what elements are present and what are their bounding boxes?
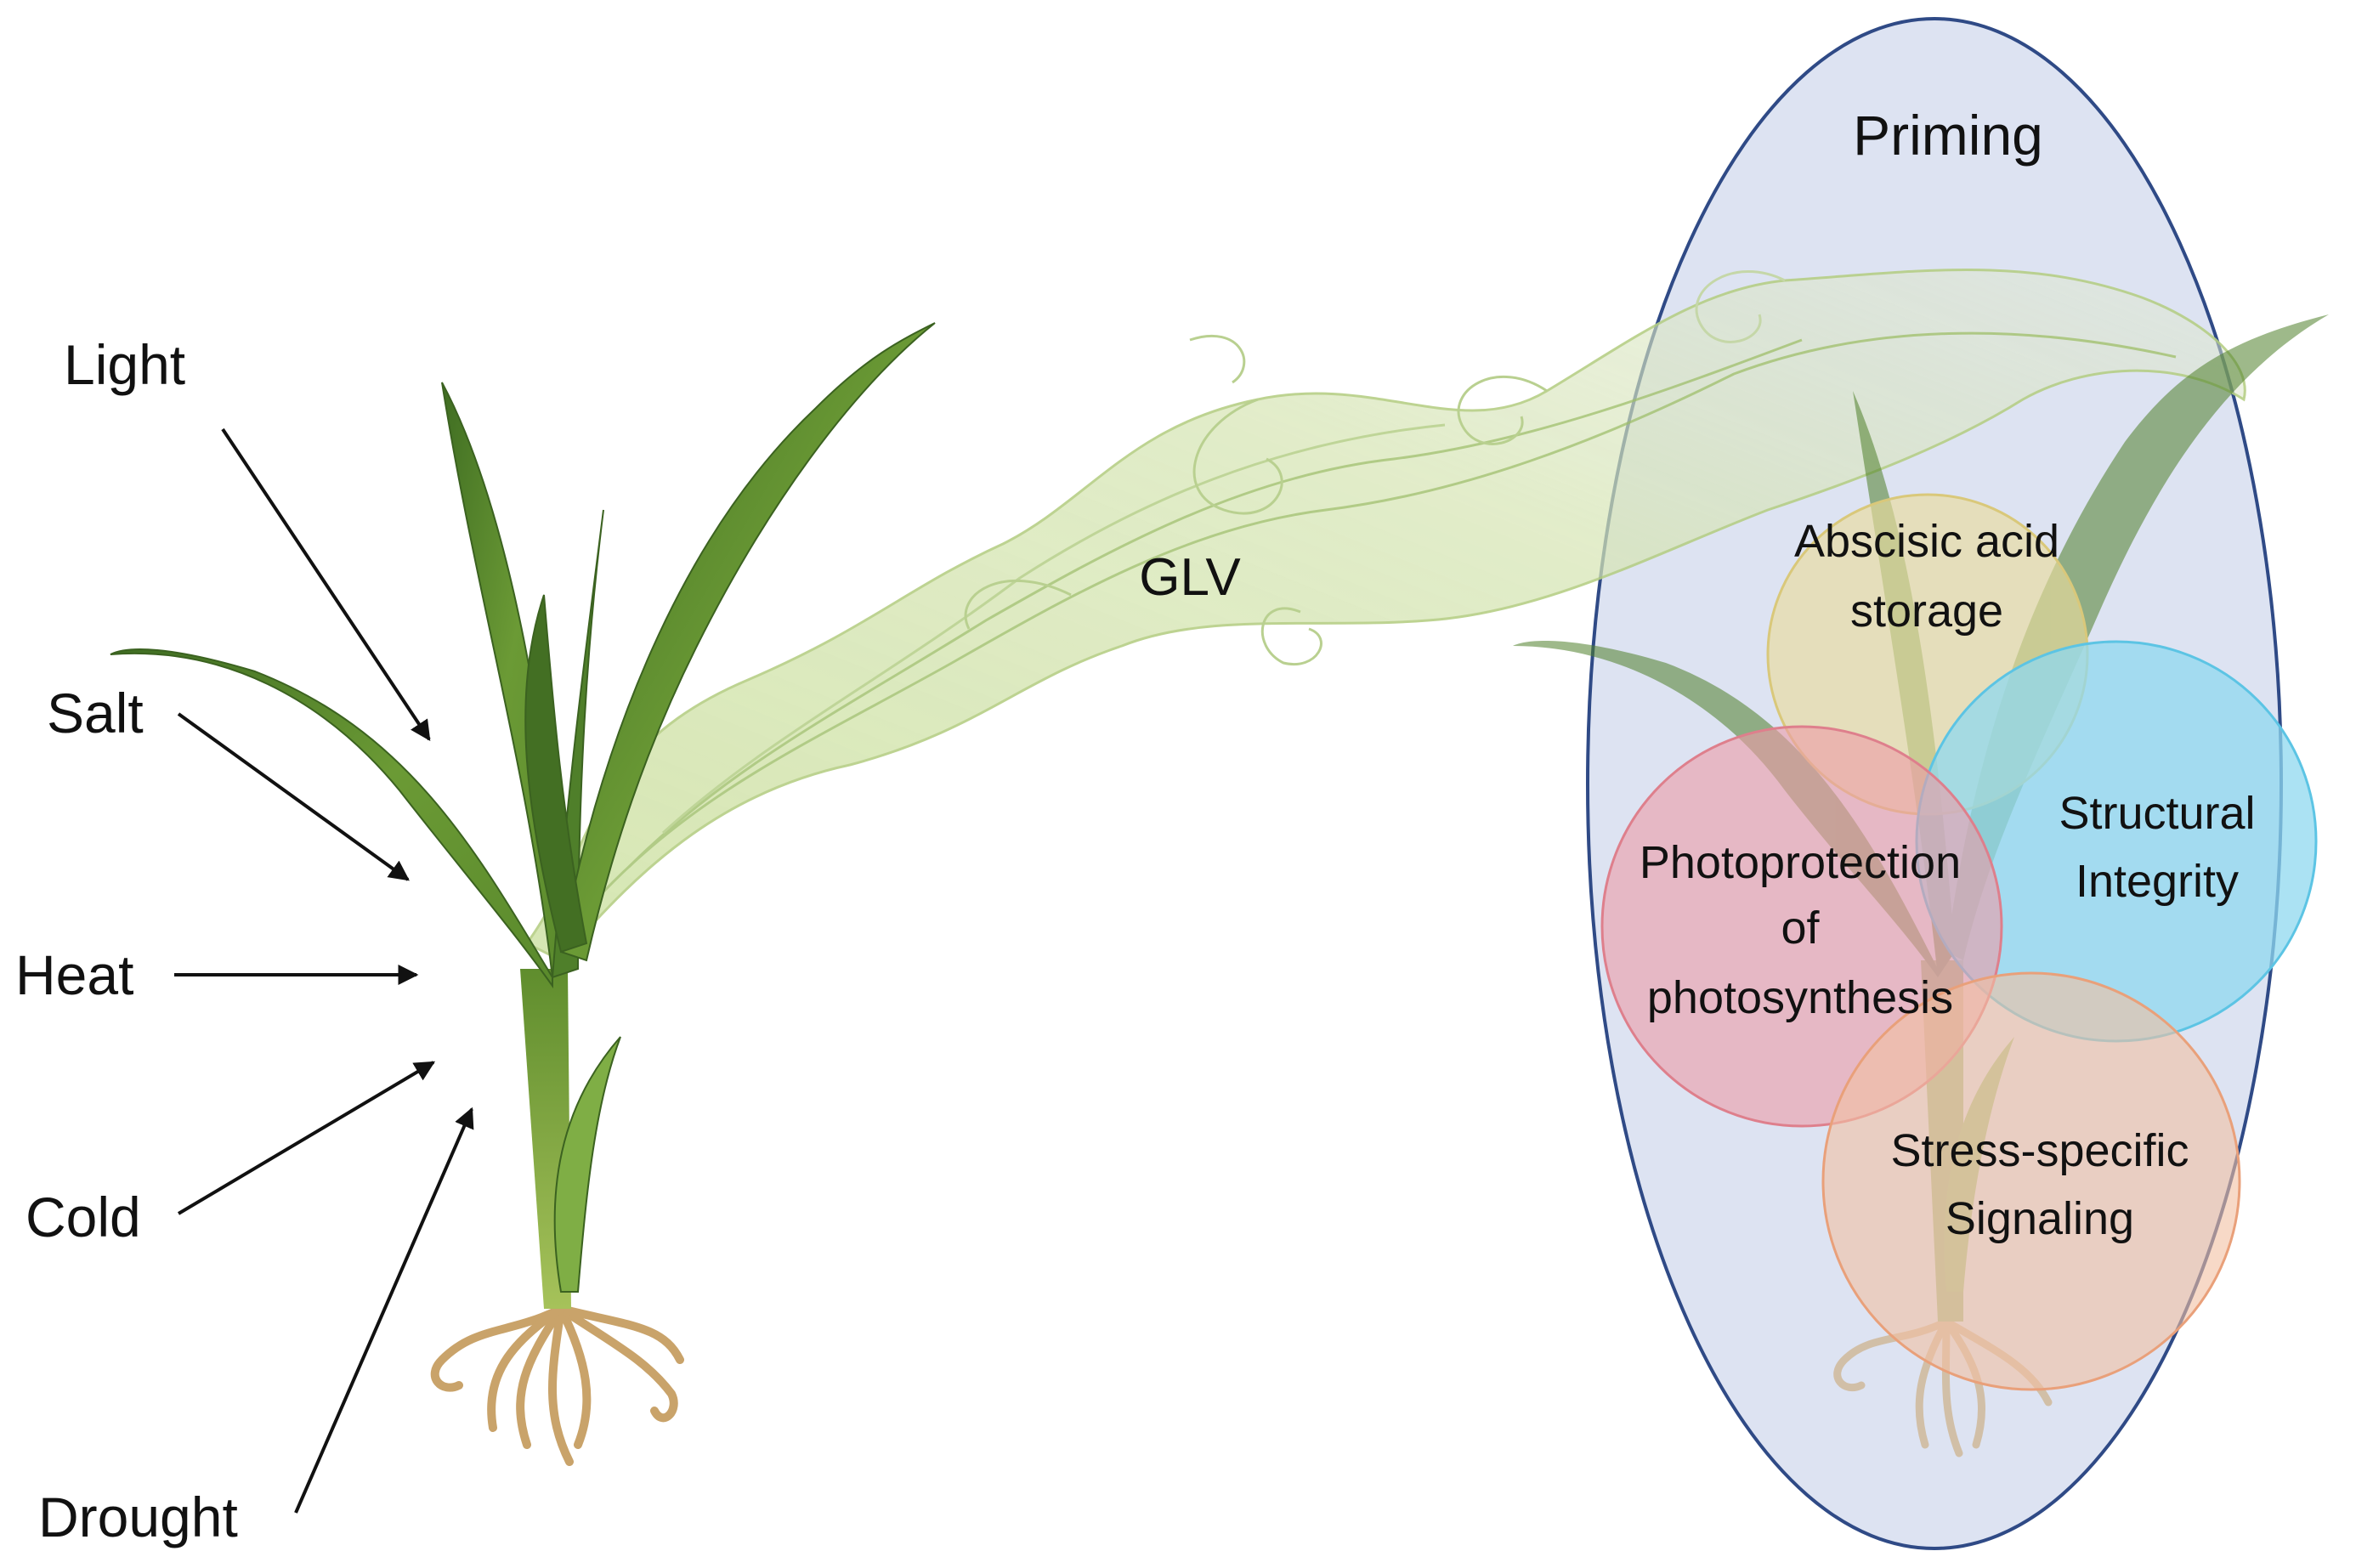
aba-label-line2: storage [1850,586,2003,637]
stressor-drought-label: Drought [38,1486,238,1548]
glv-label: GLV [1139,548,1241,607]
priming-circles [1600,493,2318,1391]
aba-label-line1: Abscisic acid [1794,516,2059,567]
plant-roots [430,1305,684,1466]
circle-stress-signaling [1821,971,2241,1391]
signaling-label-line1: Stress-specific [1890,1125,2189,1176]
arrow-cold [177,1061,436,1215]
plant-leaf [559,322,936,962]
plant-leaf [553,1036,621,1293]
structural-label-line2: Integrity [2076,856,2239,907]
photo-label-line1: Photoprotection [1640,837,1961,888]
arrow-drought [294,1107,474,1514]
signaling-label-line2: Signaling [1945,1193,2134,1244]
plant-leaf [524,594,588,954]
arrow-salt [177,712,410,881]
stressed-plant [110,322,936,1466]
structural-label-line1: Structural [2059,788,2255,839]
plant-leaf [110,648,553,989]
glv-plume [524,269,2246,962]
priming-title: Priming [1853,104,2043,167]
stress-arrows [174,427,474,1514]
arrow-light [221,427,431,741]
photo-label-line2: of [1781,903,1820,954]
stressor-heat-label: Heat [15,943,133,1006]
stressor-light-label: Light [64,333,185,396]
photo-label-line3: photosynthesis [1647,972,1953,1023]
stressor-cold-label: Cold [25,1186,141,1248]
stressor-salt-label: Salt [47,682,144,744]
